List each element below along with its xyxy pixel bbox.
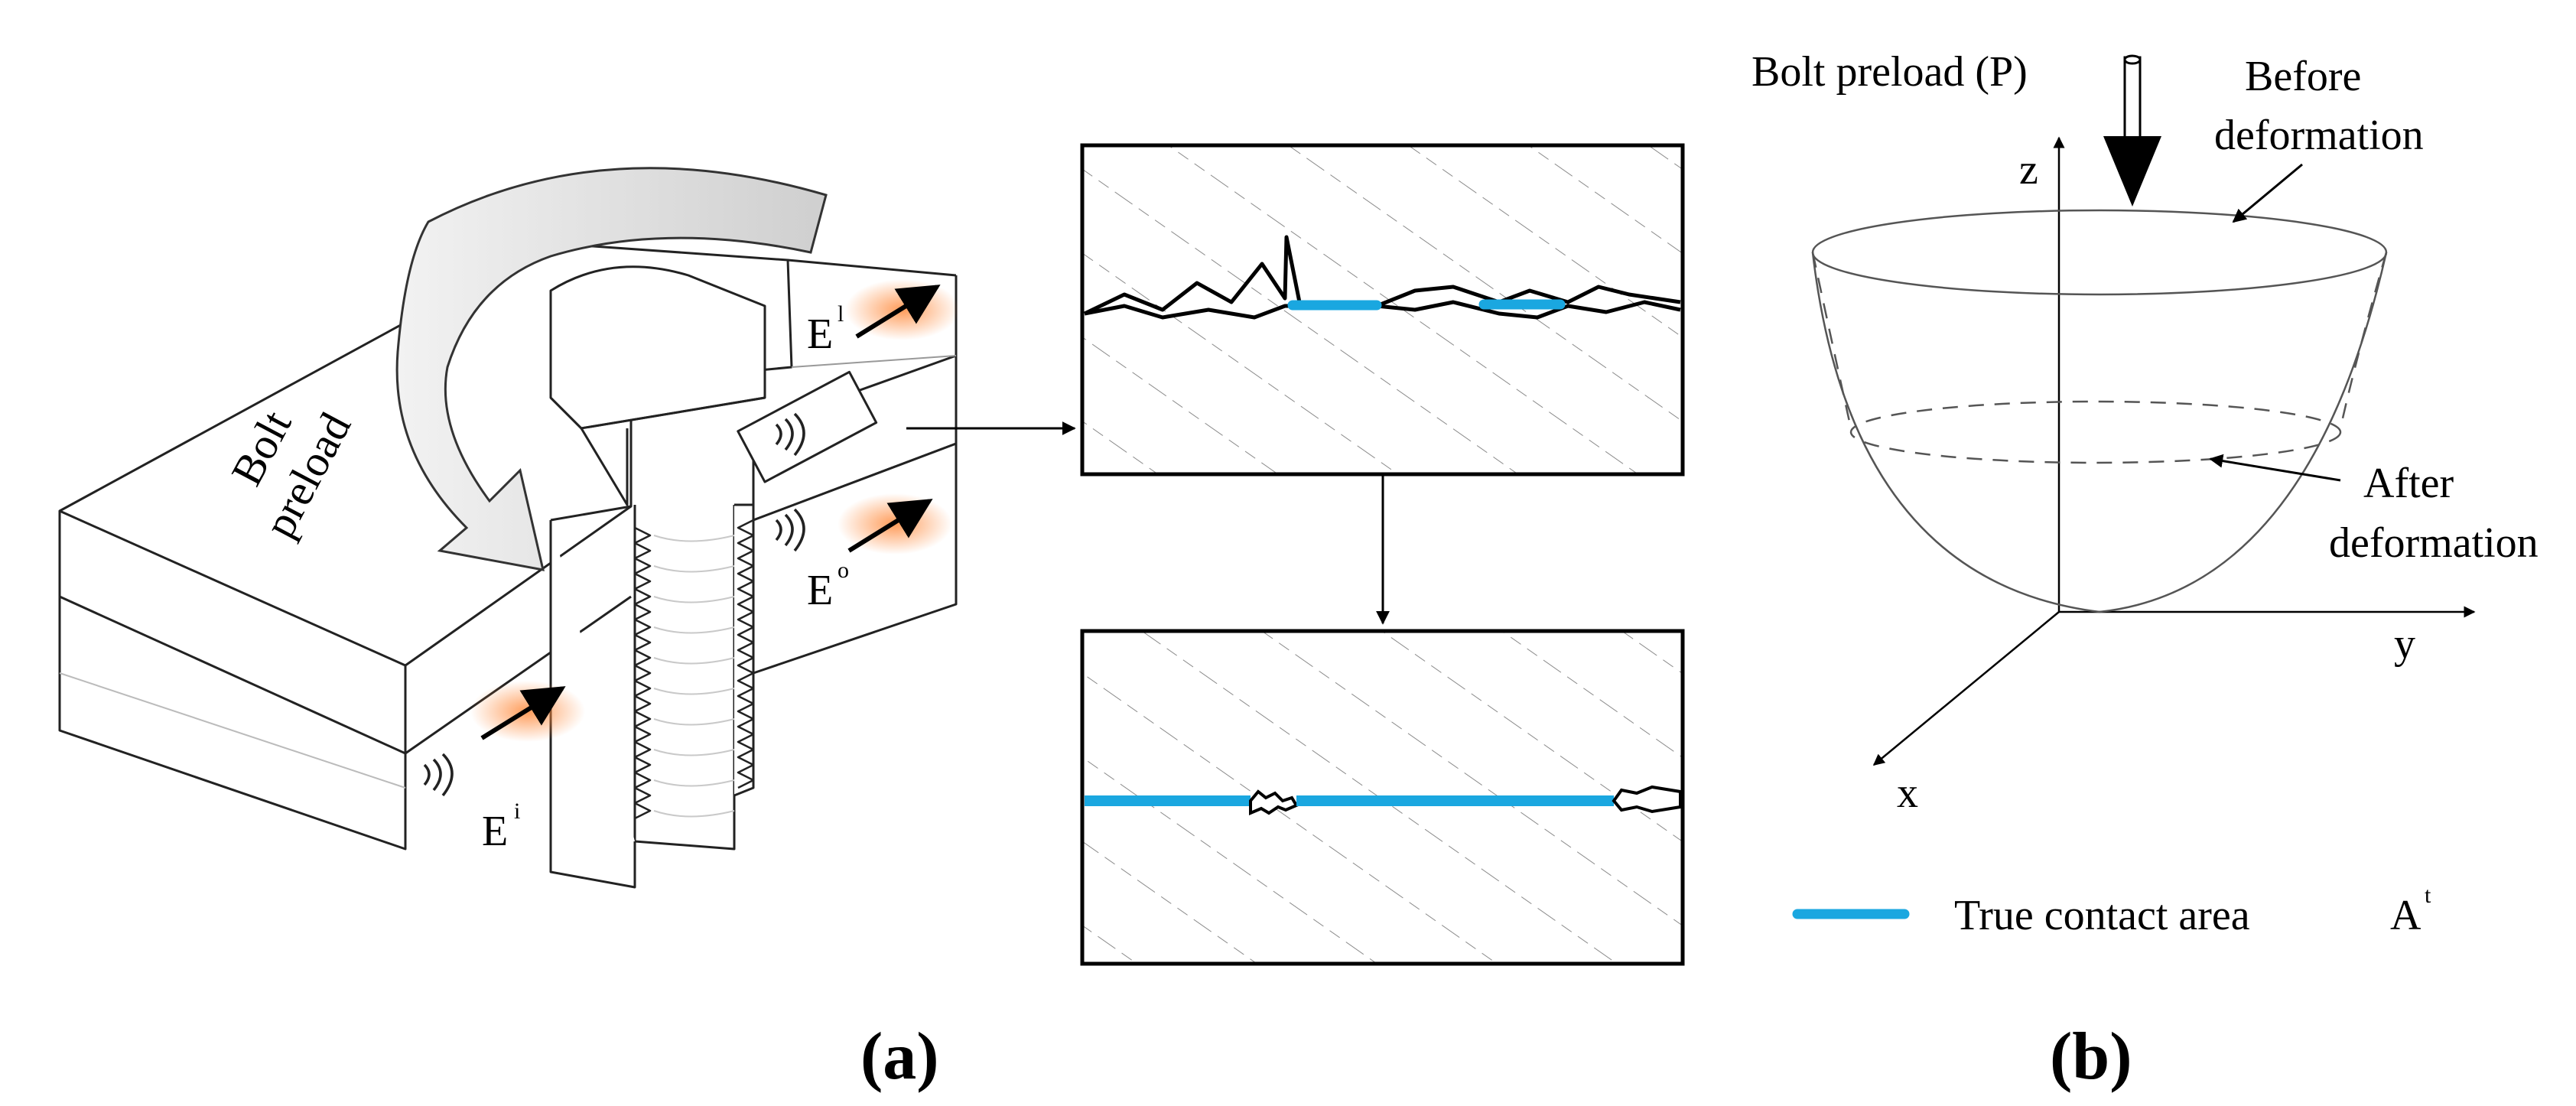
svg-text:E: E: [807, 567, 833, 614]
energy-label-top: E l: [807, 301, 844, 358]
svg-text:E: E: [807, 311, 833, 358]
svg-text:l: l: [838, 301, 844, 327]
axis-label-z: z: [2019, 146, 2038, 194]
legend-symbol-sup: t: [2425, 883, 2431, 908]
preload-arrow: [2103, 54, 2161, 207]
after-label-line2: deformation: [2329, 519, 2539, 567]
legend: True contact area A t: [1792, 883, 2431, 939]
svg-text:i: i: [514, 799, 520, 824]
before-label-line1: Before: [2245, 53, 2361, 100]
bottom-plate: [58, 511, 407, 851]
energy-label-in: E i: [482, 799, 520, 855]
bolt-threads: [633, 519, 755, 820]
interface-detail-box: [737, 370, 878, 483]
paraboloid: [1811, 209, 2388, 613]
preload-label: Bolt preload (P): [1751, 48, 2028, 96]
caption-b: (b): [2050, 1020, 2132, 1094]
inset-after-contact: [1080, 629, 1685, 966]
legend-symbol: A: [2390, 892, 2422, 939]
transducer-waves: [423, 412, 805, 797]
bolt-head: [549, 265, 766, 430]
curved-preload-arrow: [395, 167, 828, 571]
x-axis: [1872, 611, 2060, 766]
surface-before: [1811, 252, 2388, 613]
caption-a: (a): [860, 1020, 939, 1094]
energy-arrows: [470, 279, 960, 742]
rim-before: [1811, 209, 2388, 296]
before-pointer: [2232, 163, 2303, 223]
before-label-line2: deformation: [2214, 112, 2424, 159]
surface-after: [1811, 252, 2388, 429]
rough-lower-surface: [1084, 300, 1681, 320]
rim-after: [1849, 400, 2342, 464]
svg-text:E: E: [482, 808, 508, 855]
legend-label: True contact area: [1954, 892, 2250, 939]
after-pointer: [2209, 454, 2341, 482]
axis-label-x: x: [1897, 769, 1918, 817]
axis-label-y: y: [2394, 620, 2415, 668]
energy-label-out: E o: [807, 558, 849, 614]
after-label-line1: After: [2363, 460, 2454, 507]
axes: [1872, 136, 2476, 766]
svg-text:o: o: [838, 558, 849, 583]
bolt-shank: [633, 505, 736, 851]
inset-before-contact: [1080, 143, 1685, 477]
